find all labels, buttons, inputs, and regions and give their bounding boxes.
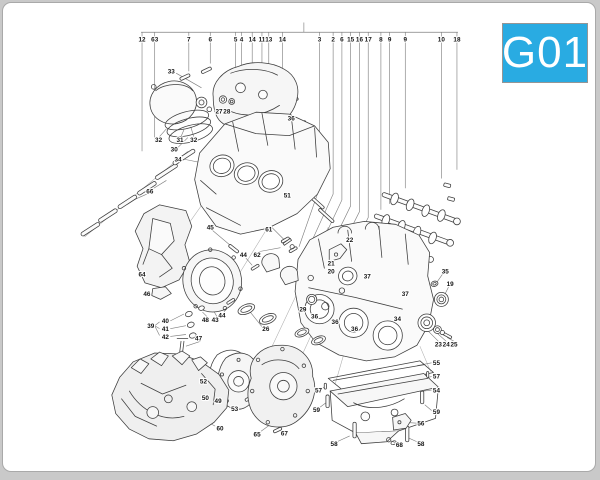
callout-number: 13 (265, 36, 273, 43)
callout-number: 53 (231, 406, 239, 413)
callout-number: 51 (284, 192, 292, 199)
callout-number: 5 (234, 36, 238, 43)
outer-clutch-cover (247, 344, 316, 434)
callout-number: 18 (453, 36, 461, 43)
callout-number: 66 (146, 189, 154, 196)
callout-number: 62 (254, 252, 262, 259)
callout-number: 24 (443, 342, 451, 349)
callout-number: 39 (147, 323, 155, 330)
callout-number: 44 (218, 312, 226, 319)
callout-number: 12 (139, 36, 147, 43)
callout-number: 58 (417, 441, 425, 448)
callout-number: 25 (451, 342, 459, 349)
clutch-housing (181, 244, 260, 339)
callout-number: 59 (433, 409, 441, 416)
callout-number: 2 (331, 36, 335, 43)
callout-number: 4 (240, 36, 244, 43)
piston-assembly (149, 80, 236, 167)
callout-number: 59 (313, 407, 321, 414)
callout-number: 67 (281, 430, 289, 437)
diagram-code-badge: G01 (502, 23, 588, 83)
callout-number: 35 (442, 268, 450, 275)
callout-number: 42 (162, 334, 170, 341)
callout-number: 17 (365, 36, 373, 43)
stud-bolts-left (80, 148, 196, 237)
bearing-seal-parts (417, 280, 453, 339)
callout-number: 58 (331, 441, 339, 448)
callout-number: 33 (168, 69, 176, 76)
callout-number: 55 (433, 360, 441, 367)
callout-number: 65 (254, 431, 262, 438)
callout-number: 34 (394, 316, 402, 323)
callout-number: 9 (404, 36, 408, 43)
callout-number: 47 (195, 336, 203, 343)
callout-number: 36 (332, 319, 340, 326)
callout-number: 63 (151, 36, 159, 43)
callout-number: 36 (311, 313, 319, 320)
callout-number: 48 (202, 317, 210, 324)
callout-number: 52 (200, 379, 208, 386)
callout-number: 31 (177, 137, 185, 144)
callout-number: 14 (279, 36, 287, 43)
cylinder-block (194, 111, 331, 235)
callout-number: 32 (155, 137, 163, 144)
callout-number: 54 (433, 387, 441, 394)
callout-number: 64 (139, 271, 147, 278)
callout-number: 49 (215, 398, 223, 405)
seal-and-bracket (328, 243, 358, 286)
callout-number: 7 (187, 36, 191, 43)
callout-number: 22 (346, 237, 354, 244)
callout-number: 44 (240, 252, 248, 259)
callout-number: 40 (162, 318, 170, 325)
callout-number: 61 (265, 227, 273, 234)
callout-number: 27 (216, 109, 224, 116)
callout-number: 20 (328, 268, 336, 275)
callout-number: 43 (212, 317, 220, 324)
callout-number: 57 (315, 387, 323, 394)
chain-cover (134, 204, 193, 300)
callout-number: 6 (209, 36, 213, 43)
callout-number: 45 (207, 225, 215, 232)
callout-number: 34 (175, 156, 183, 163)
callout-number: 36 (288, 115, 296, 122)
gaskets-orings (237, 293, 330, 346)
callout-number: 15 (347, 36, 355, 43)
callout-number: 6 (340, 36, 344, 43)
callout-number: 32 (190, 137, 198, 144)
callout-number: 30 (171, 147, 179, 154)
callout-number: 60 (217, 425, 225, 432)
callout-number: 23 (435, 342, 443, 349)
callout-number: 16 (356, 36, 364, 43)
exploded-engine-diagram: 1263765414111314326151617899101833272836… (80, 22, 462, 450)
callout-number: 46 (143, 291, 151, 298)
diagram-code: G01 (501, 28, 589, 77)
callout-number: 68 (396, 442, 404, 449)
callout-number: 56 (417, 421, 425, 428)
callout-number: 9 (388, 36, 392, 43)
engine-assembly (111, 350, 230, 442)
rod-bearing-caps (261, 236, 299, 286)
callout-number: 29 (299, 306, 307, 313)
callout-number: 8 (379, 36, 383, 43)
callout-number: 3 (318, 36, 322, 43)
callout-number: 28 (223, 109, 231, 116)
callout-number: 50 (202, 395, 210, 402)
oil-pan-group (323, 360, 439, 446)
callout-number: 21 (328, 261, 336, 268)
callout-number: 14 (249, 36, 257, 43)
callout-number: 57 (433, 374, 441, 381)
callout-number: 19 (447, 281, 455, 288)
callout-number: 36 (351, 326, 359, 333)
callout-number: 37 (364, 273, 372, 280)
callout-number: 41 (162, 326, 170, 333)
callout-number: 11 (259, 36, 266, 43)
callout-number: 26 (262, 326, 270, 333)
engine-parts-drawing (80, 62, 461, 446)
callout-number: 10 (438, 36, 446, 43)
callout-number: 37 (402, 291, 410, 298)
